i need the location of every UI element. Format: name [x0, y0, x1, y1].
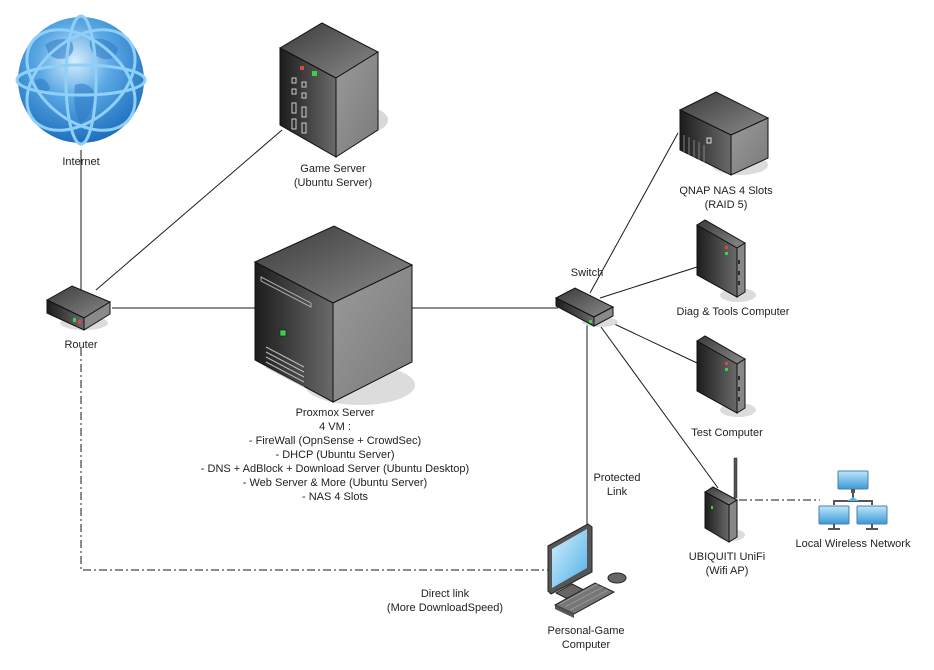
game-server-os: (Ubuntu Server)	[293, 177, 373, 189]
qnap-label: QNAP NAS 4 Slots (RAID 5)	[679, 184, 772, 212]
direct-link-label: Direct link (More DownloadSpeed)	[387, 587, 503, 615]
link-switch-diag	[599, 266, 698, 299]
router-icon	[45, 285, 112, 331]
link-router-game-server	[95, 129, 283, 291]
personal-computer-icon	[547, 523, 627, 618]
unifi-type: (Wifi AP)	[705, 565, 749, 577]
proxmox-vm-item: - FireWall (OpnSense + CrowdSec)	[248, 435, 422, 447]
protected-link-line2: Link	[606, 486, 628, 498]
diag-computer-icon	[696, 219, 756, 302]
unifi-label: UBIQUITI UniFi (Wifi AP)	[689, 550, 765, 578]
game-server-label: Game Server (Ubuntu Server)	[294, 162, 372, 190]
proxmox-vm-item: - Web Server & More (Ubuntu Server)	[242, 477, 428, 489]
personal-computer-name: Personal-Game	[547, 625, 625, 637]
proxmox-vm-item: - DHCP (Ubuntu Server)	[275, 449, 395, 461]
router-label: Router	[64, 339, 98, 351]
proxmox-subtitle: 4 VM :	[319, 421, 351, 433]
qnap-name: QNAP NAS 4 Slots	[679, 185, 773, 197]
globe-icon	[15, 14, 147, 146]
connections	[80, 129, 820, 571]
internet-label: Internet	[62, 156, 100, 168]
unifi-name: UBIQUITI UniFi	[688, 551, 766, 563]
protected-link-line1: Protected	[593, 472, 641, 484]
proxmox-vm-item: - DNS + AdBlock + Download Server (Ubunt…	[200, 463, 470, 475]
proxmox-label: Proxmox Server 4 VM : - FireWall (OpnSen…	[201, 406, 469, 504]
game-server-name: Game Server	[300, 163, 366, 175]
qnap-nas-icon	[678, 91, 770, 176]
test-computer-icon	[696, 335, 756, 417]
proxmox-title: Proxmox Server	[295, 407, 375, 419]
protected-link-label: Protected Link	[593, 471, 640, 499]
switch-label: Switch	[570, 267, 604, 279]
qnap-raid: (RAID 5)	[704, 199, 748, 211]
link-switch-qnap	[589, 132, 679, 294]
personal-computer-label: Personal-Game Computer	[547, 624, 624, 652]
diag-computer-label: Diag & Tools Computer	[676, 306, 790, 318]
wireless-network-icon	[818, 470, 888, 530]
personal-computer-type: Computer	[561, 639, 611, 651]
direct-link-line2: (More DownloadSpeed)	[386, 602, 504, 614]
unifi-access-point-icon	[704, 457, 745, 543]
switch-icon	[554, 287, 618, 327]
direct-link-line1: Direct link	[420, 588, 470, 600]
link-router-personal-direct	[80, 348, 548, 571]
proxmox-vm-item: - NAS 4 Slots	[301, 491, 369, 503]
proxmox-server-icon	[253, 225, 415, 405]
test-computer-label: Test Computer	[691, 427, 763, 439]
link-switch-unifi	[600, 326, 719, 489]
link-switch-test	[607, 320, 698, 364]
game-server-icon	[278, 22, 388, 158]
wireless-network-label: Local Wireless Network	[795, 538, 911, 550]
